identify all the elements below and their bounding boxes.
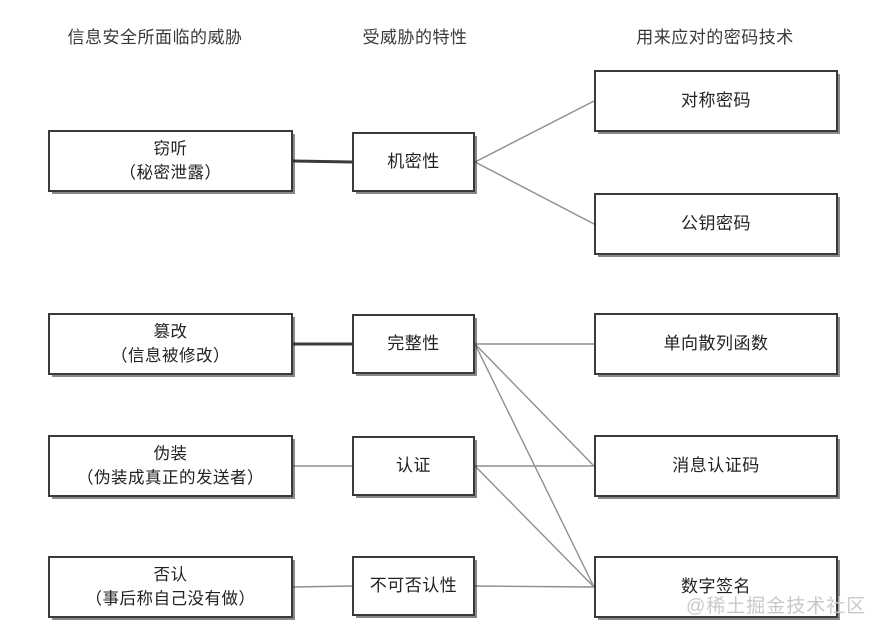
node-spoofing[interactable]: 伪装 （伪装成真正的发送者） [48, 435, 293, 497]
node-one-way-hash[interactable]: 单向散列函数 [594, 313, 838, 375]
node-label: 消息认证码 [672, 456, 760, 475]
edge-authentication-to-digital-signature [474, 465, 595, 588]
node-authentication[interactable]: 认证 [352, 436, 475, 496]
watermark: @稀土掘金技术社区 [686, 596, 867, 617]
node-label: 不可否认性 [369, 576, 458, 595]
edge-confidentiality-to-public-key-cipher [474, 161, 595, 225]
node-label: 认证 [396, 456, 431, 475]
node-tampering[interactable]: 篡改 （信息被修改） [48, 313, 293, 375]
node-label: 对称密码 [681, 91, 751, 110]
node-label: 机密性 [387, 152, 440, 171]
node-integrity[interactable]: 完整性 [352, 314, 475, 374]
column-header-properties: 受威胁的特性 [362, 28, 468, 47]
node-label: 完整性 [387, 334, 440, 353]
node-non-repudiation[interactable]: 不可否认性 [352, 556, 475, 616]
node-label: 篡改 （信息被修改） [111, 323, 230, 365]
column-header-techniques: 用来应对的密码技术 [636, 28, 794, 47]
node-digital-signature[interactable]: 数字签名 [594, 556, 838, 618]
edge-integrity-to-digital-signature [474, 343, 595, 588]
node-label: 数字签名 [681, 577, 751, 596]
node-symmetric-cipher[interactable]: 对称密码 [594, 70, 838, 132]
node-confidentiality[interactable]: 机密性 [352, 132, 475, 192]
column-header-threats: 信息安全所面临的威胁 [67, 28, 243, 47]
edge-integrity-to-message-auth-code [474, 343, 595, 467]
node-label: 公钥密码 [681, 214, 751, 233]
node-label: 伪装 （伪装成真正的发送者） [77, 445, 264, 487]
edge-repudiation-to-non-repudiation [292, 585, 353, 588]
node-label: 单向散列函数 [663, 334, 769, 353]
edge-eavesdropping-to-confidentiality [292, 159, 353, 164]
node-eavesdropping[interactable]: 窃听 （秘密泄露） [48, 130, 293, 192]
node-label: 窃听 （秘密泄露） [119, 140, 222, 182]
node-label: 否认 （事后称自己没有做） [85, 566, 256, 608]
node-message-auth-code[interactable]: 消息认证码 [594, 435, 838, 497]
node-public-key-cipher[interactable]: 公钥密码 [594, 193, 838, 255]
edge-confidentiality-to-symmetric-cipher [474, 100, 595, 163]
node-repudiation[interactable]: 否认 （事后称自己没有做） [48, 556, 293, 618]
edge-non-repudiation-to-digital-signature [474, 585, 595, 588]
